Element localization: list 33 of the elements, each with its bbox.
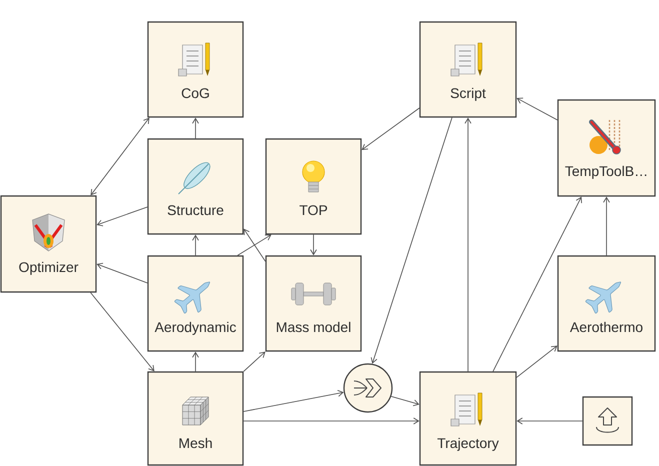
arrow (492, 196, 582, 372)
arrow (362, 108, 420, 150)
arrow (243, 352, 266, 372)
arrow (464, 118, 472, 372)
arrow (516, 418, 583, 424)
arrow (310, 234, 317, 256)
arrow (370, 117, 452, 364)
arrow (516, 98, 558, 120)
process-box: Mesh (147, 371, 244, 466)
arrow (390, 396, 420, 406)
arrow (244, 228, 266, 262)
process-box: TempToolB… (557, 99, 656, 197)
process-box: CoG (147, 21, 244, 118)
arrow (603, 196, 610, 256)
arrow (243, 390, 344, 412)
arrow (516, 346, 558, 378)
arrow (90, 292, 154, 372)
arrow (192, 234, 199, 256)
process-box: Aerodynamic (147, 255, 244, 352)
arrow (243, 418, 420, 424)
process-box: Script (419, 21, 517, 118)
process-box: Trajectory (419, 371, 517, 466)
double-arrow (90, 118, 150, 196)
process-box: Structure (147, 138, 244, 235)
process-box: TOP (265, 138, 362, 235)
arrow (96, 262, 148, 284)
process-box: Mass model (265, 255, 362, 352)
arrow (192, 118, 199, 139)
process-box: Aerothermo (557, 255, 656, 352)
arrow (192, 352, 199, 372)
arrow (237, 234, 272, 256)
process-box: Optimizer (0, 195, 97, 293)
arrow (96, 206, 148, 226)
